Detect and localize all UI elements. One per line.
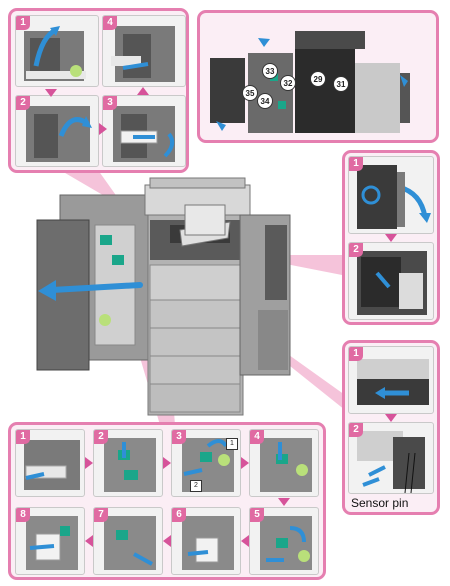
step-cell-4: 4 — [102, 15, 186, 87]
callout-29: 29 — [310, 71, 326, 87]
callout-34: 34 — [257, 93, 273, 109]
sensor-pin-label: Sensor pin — [351, 496, 409, 510]
finisher-steps-panel: 1 4 2 3 — [8, 8, 189, 173]
bottom-step-4: 4 — [249, 429, 319, 497]
overview-panel: 33 32 29 31 35 34 — [197, 10, 439, 143]
bottom-step-5: 5 — [249, 507, 319, 575]
bottom-step-8: 8 — [15, 507, 85, 575]
step-number: 2 — [94, 430, 108, 444]
step-cell-1: 1 — [15, 15, 99, 87]
tray-step-2: 2 — [348, 422, 434, 494]
bottom-step-3: 3 1 2 — [171, 429, 241, 497]
bottom-steps-panel: 1 2 3 1 2 4 — [8, 422, 326, 580]
arrow-right — [163, 457, 171, 469]
step-number: 2 — [349, 423, 363, 437]
step-number: 7 — [94, 508, 108, 522]
bottom-step-1: 1 — [15, 429, 85, 497]
right-step-1: 1 — [348, 156, 434, 234]
right-door-panel: 1 2 — [342, 150, 440, 325]
arrow-left — [163, 535, 171, 547]
step-number: 4 — [103, 16, 117, 30]
step-cell-2: 2 — [15, 95, 99, 167]
tray-step-1: 1 — [348, 346, 434, 414]
step-number: 8 — [16, 508, 30, 522]
small-tag-1: 1 — [226, 438, 238, 450]
step-number: 1 — [16, 16, 30, 30]
arrow-left — [85, 535, 93, 547]
arrow-down — [278, 498, 290, 506]
small-tag-2: 2 — [190, 480, 202, 492]
arrow-right — [99, 123, 107, 135]
step-number: 1 — [349, 157, 363, 171]
arrow-down — [385, 414, 397, 422]
step-cell-3: 3 — [102, 95, 186, 167]
step-number: 2 — [16, 96, 30, 110]
step-number: 1 — [349, 347, 363, 361]
arrow-right — [241, 457, 249, 469]
arrow-left — [241, 535, 249, 547]
arrow-down — [385, 234, 397, 242]
arrow-right — [85, 457, 93, 469]
bottom-step-6: 6 — [171, 507, 241, 575]
callout-33: 33 — [262, 63, 278, 79]
right-step-2: 2 — [348, 242, 434, 320]
step-number: 2 — [349, 243, 363, 257]
step-number: 5 — [250, 508, 264, 522]
bottom-step-2: 2 — [93, 429, 163, 497]
step-number: 1 — [16, 430, 30, 444]
step-number: 3 — [172, 430, 186, 444]
arrow-up — [137, 87, 149, 95]
step-number: 4 — [250, 430, 264, 444]
arrow-down — [45, 89, 57, 97]
callout-31: 31 — [333, 76, 349, 92]
bottom-step-7: 7 — [93, 507, 163, 575]
step-number: 3 — [103, 96, 117, 110]
step-number: 6 — [172, 508, 186, 522]
callout-32: 32 — [280, 75, 296, 91]
callout-35: 35 — [242, 85, 258, 101]
tray-sensor-panel: 1 2 Sensor pin — [342, 340, 440, 515]
